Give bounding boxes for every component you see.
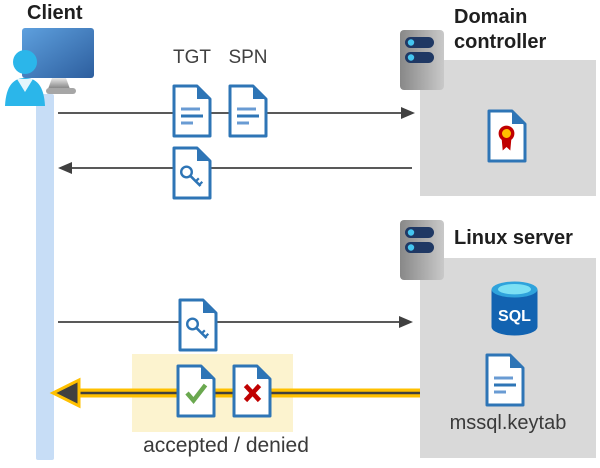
key-document-icon-2: [178, 298, 218, 352]
keytab-label: mssql.keytab: [449, 412, 567, 434]
client-workstation-icon: [5, 28, 94, 106]
domain-controller-label: Domain controller: [454, 6, 547, 53]
client-timeline-bar: [36, 94, 54, 460]
key-document-icon: [172, 146, 212, 200]
denied-document-icon: [232, 364, 272, 418]
linux-server-server-icon: [400, 220, 444, 280]
spn-label: SPN: [228, 47, 268, 68]
tgt-label: TGT: [173, 47, 211, 68]
return-key-ticket-arrow: [58, 162, 412, 174]
sql-icon-label: SQL: [498, 308, 531, 325]
tgt-document-icon: [172, 84, 212, 138]
accepted-document-icon: [176, 364, 216, 418]
accepted-denied-label: accepted / denied: [143, 434, 309, 457]
certificate-icon: [487, 109, 527, 163]
domain-controller-server-icon: [400, 30, 444, 90]
client-label: Client: [27, 2, 83, 24]
keytab-document-icon: [485, 353, 525, 407]
sql-database-icon: SQL: [491, 281, 538, 336]
spn-document-icon: [228, 84, 268, 138]
linux-server-label: Linux server: [454, 227, 573, 249]
present-key-ticket-arrow: [58, 316, 413, 328]
